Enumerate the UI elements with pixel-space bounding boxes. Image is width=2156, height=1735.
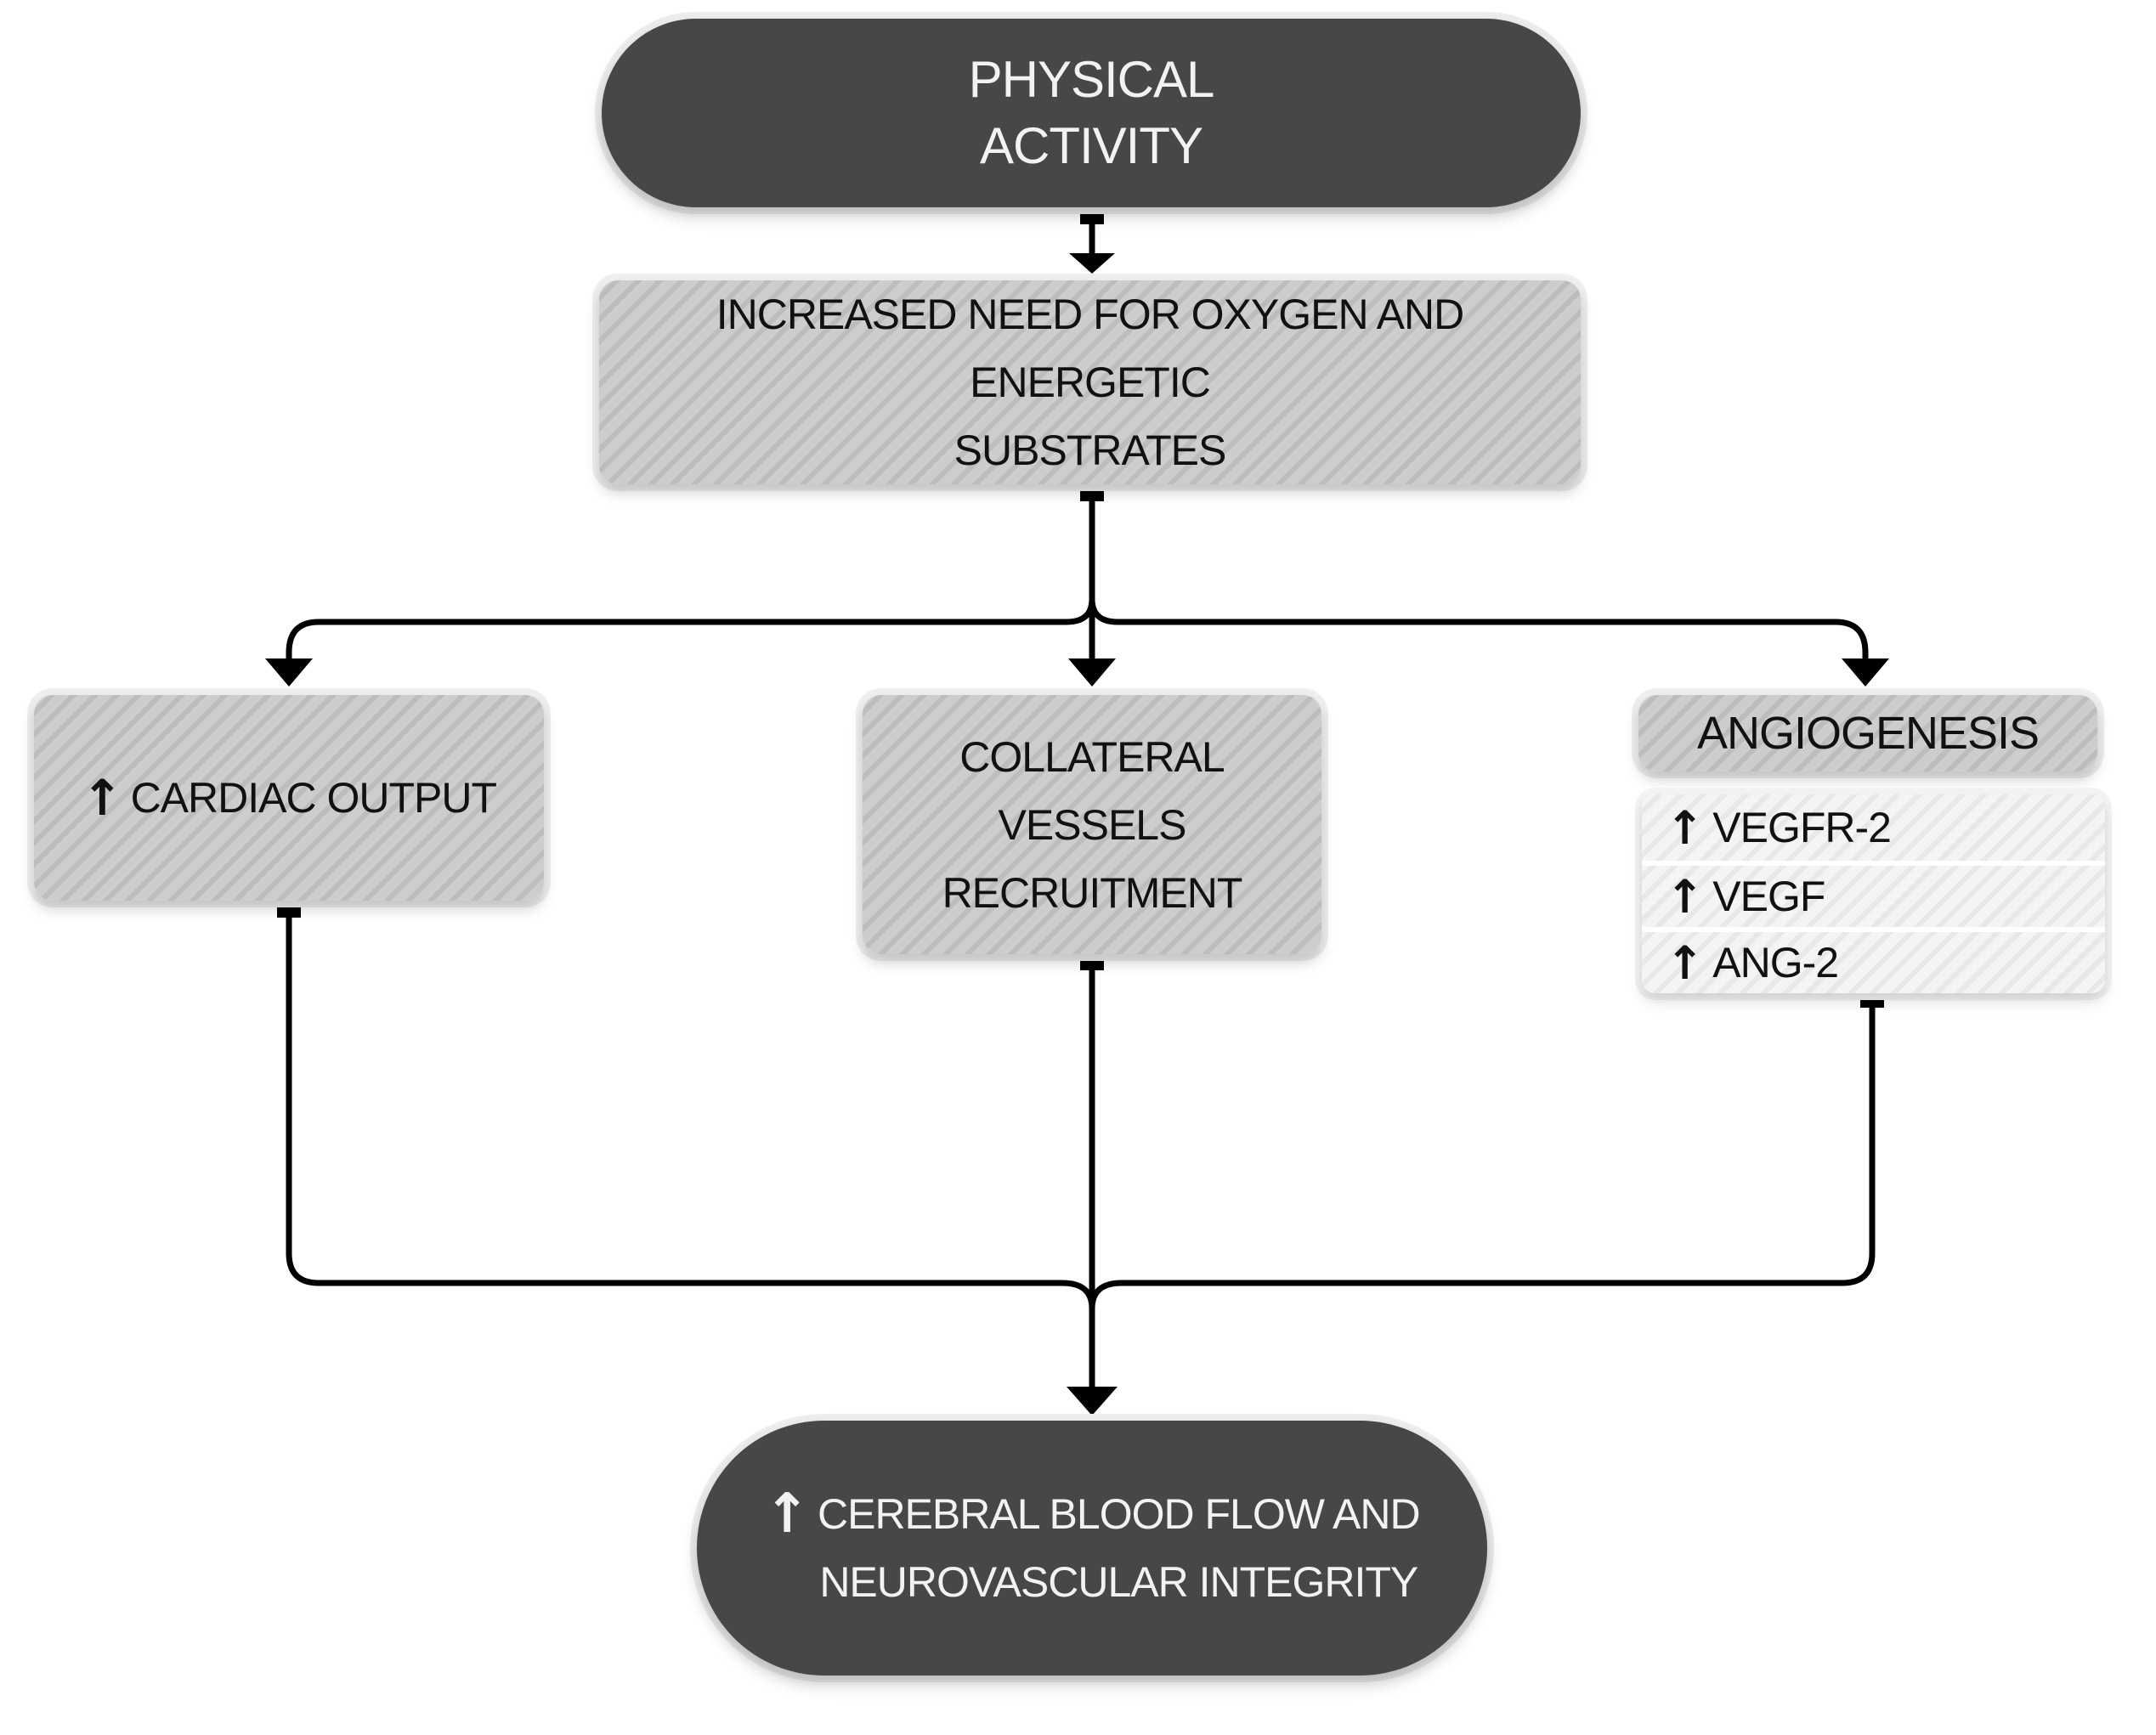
physical-activity-line2: ACTIVITY (979, 117, 1203, 174)
cardiac-output-up-arrow: ↑ (81, 769, 123, 827)
vegfr2-up-arrow: ↑ (1666, 800, 1705, 855)
collateral-line1: COLLATERAL (959, 732, 1225, 781)
outcome-line1: CEREBRAL BLOOD FLOW AND (817, 1490, 1421, 1538)
ang2-label: ANG-2 (1712, 939, 1839, 986)
increased-need-line1: INCREASED NEED FOR OXYGEN AND ENERGETIC (716, 291, 1465, 406)
arrowhead-need (1069, 253, 1115, 274)
outcome-node: ↑ CEREBRAL BLOOD FLOW AND NEUROVASCULAR … (697, 1421, 1487, 1676)
angiogenesis-markers-list: ↑ VEGFR-2 ↑ VEGF ↑ ANG-2 (1642, 794, 2105, 993)
vegf-label: VEGF (1712, 873, 1825, 920)
arrowhead-cardiac (265, 658, 313, 687)
marker-row-ang2: ↑ ANG-2 (1642, 927, 2105, 993)
arrowhead-collateral (1068, 658, 1116, 687)
collateral-line2: VESSELS (998, 800, 1187, 849)
increased-need-line2: SUBSTRATES (954, 427, 1227, 474)
physical-activity-line1: PHYSICAL (968, 51, 1215, 108)
increased-need-node: INCREASED NEED FOR OXYGEN AND ENERGETIC … (599, 280, 1581, 484)
outcome-text: CEREBRAL BLOOD FLOW AND NEUROVASCULAR IN… (817, 1480, 1421, 1616)
ang2-up-arrow: ↑ (1666, 935, 1705, 990)
collateral-line3: RECRUITMENT (942, 868, 1243, 917)
vegf-up-arrow: ↑ (1666, 869, 1705, 924)
connector-cardiac-to-merge (286, 901, 1095, 1312)
marker-row-vegf: ↑ VEGF (1642, 861, 2105, 927)
outcome-line2: NEUROVASCULAR INTEGRITY (819, 1558, 1418, 1606)
connector-branch-right (1089, 596, 1869, 664)
marker-row-vegfr2: ↑ VEGFR-2 (1642, 794, 2105, 861)
cardiac-output-node: ↑ CARDIAC OUTPUT (34, 695, 544, 901)
arrowhead-angiogenesis (1842, 658, 1889, 687)
connector-angio-to-merge (1089, 991, 1876, 1312)
cardiac-output-label: CARDIAC OUTPUT (130, 774, 497, 822)
angiogenesis-header-node: ANGIOGENESIS (1638, 695, 2097, 771)
physical-activity-node: PHYSICAL ACTIVITY (602, 19, 1581, 207)
collateral-vessels-node: COLLATERAL VESSELS RECRUITMENT (863, 695, 1321, 954)
vegfr2-label: VEGFR-2 (1712, 804, 1892, 851)
arrowhead-outcome (1067, 1387, 1118, 1416)
angiogenesis-title: ANGIOGENESIS (1696, 708, 2040, 759)
connector-branch-left (286, 596, 1095, 664)
outcome-up-arrow: ↑ (764, 1483, 810, 1546)
